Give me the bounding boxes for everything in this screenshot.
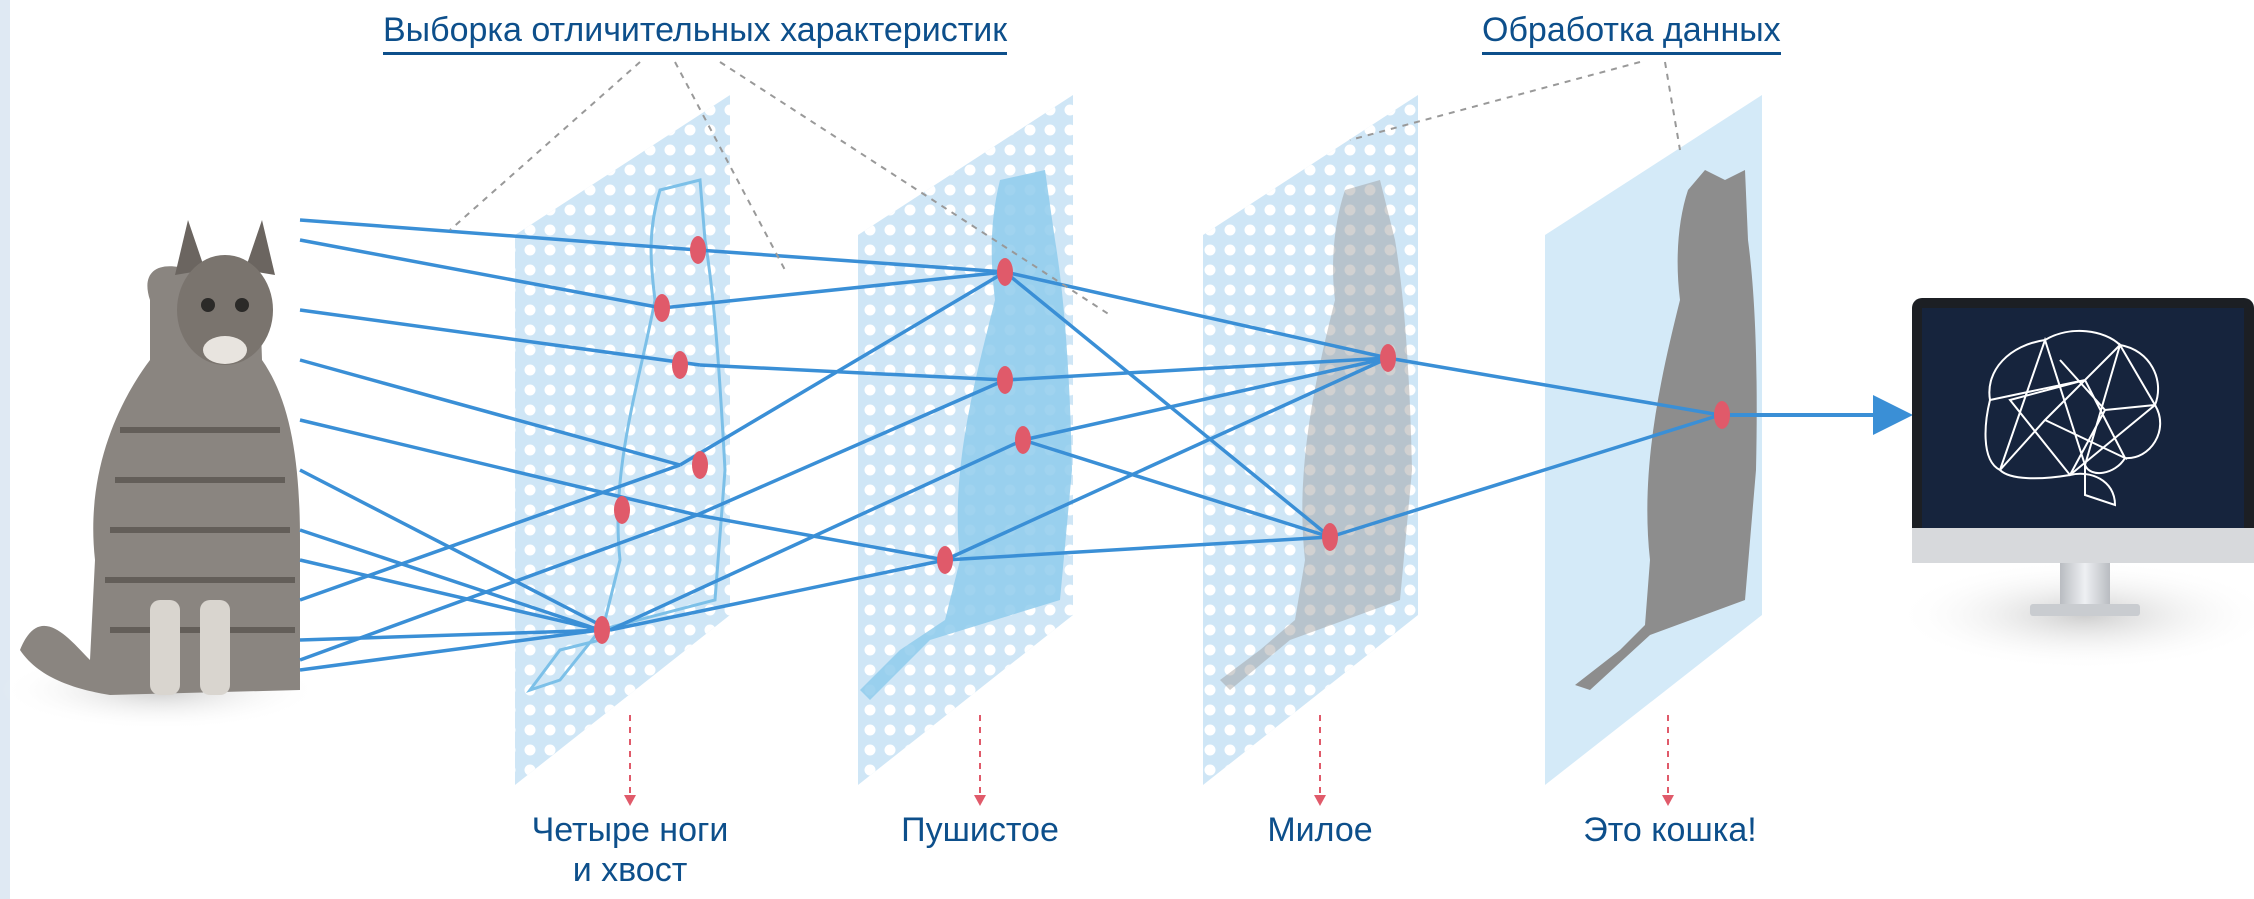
feature-node bbox=[997, 366, 1013, 394]
connection-line bbox=[299, 468, 611, 632]
connection-line bbox=[944, 356, 1389, 562]
layer-label-4-line1: Это кошка! bbox=[1583, 811, 1757, 849]
layer-label-2: Пушистое bbox=[860, 810, 1100, 850]
cat-photo bbox=[0, 220, 320, 730]
feature-node bbox=[672, 351, 688, 379]
connections bbox=[299, 218, 1721, 672]
layer-label-2-line1: Пушистое bbox=[901, 811, 1059, 849]
feature-node bbox=[1714, 401, 1730, 429]
left-edge-strip bbox=[0, 0, 10, 899]
connection-line bbox=[697, 248, 1006, 274]
layer-label-1-line1: Четыре ноги bbox=[531, 811, 729, 849]
layer-label-1: Четыре ноги и хвост bbox=[510, 810, 750, 890]
feature-node bbox=[594, 616, 610, 644]
feature-node bbox=[1322, 523, 1338, 551]
connection-line bbox=[1022, 438, 1331, 539]
layer-label-3: Милое bbox=[1200, 810, 1440, 850]
layer-label-3-line1: Милое bbox=[1267, 811, 1373, 849]
connection-line bbox=[299, 528, 601, 632]
connection-line bbox=[299, 308, 701, 367]
header-guides bbox=[449, 61, 1681, 316]
connection-line bbox=[1004, 270, 1389, 360]
connection-line bbox=[299, 238, 663, 310]
connection-line bbox=[299, 358, 681, 467]
feature-node bbox=[1015, 426, 1031, 454]
feature-node bbox=[690, 236, 706, 264]
connection-line bbox=[609, 438, 1024, 632]
connection-line bbox=[696, 513, 946, 562]
connection-line bbox=[944, 535, 1331, 562]
connection-line bbox=[299, 558, 601, 632]
layer-down-arrowheads bbox=[624, 795, 1674, 806]
panel-4-cat-photo bbox=[1575, 170, 1757, 690]
layer-label-1-line2: и хвост bbox=[572, 851, 688, 889]
connection-line bbox=[661, 270, 1006, 310]
layer-label-4: Это кошка! bbox=[1540, 810, 1800, 850]
header-feature-extraction: Выборка отличительных характеристик bbox=[383, 10, 1008, 55]
connection-line bbox=[609, 558, 946, 632]
panel-1-cat-outline bbox=[525, 178, 727, 693]
panel-2-cat-silhouette bbox=[860, 170, 1072, 700]
connection-line bbox=[1004, 356, 1389, 382]
connection-line bbox=[299, 628, 611, 642]
connection-line bbox=[699, 363, 1006, 382]
feature-node bbox=[937, 546, 953, 574]
panel-3-cat-faded bbox=[1220, 180, 1412, 690]
connection-line bbox=[1022, 356, 1389, 442]
connection-line bbox=[1329, 413, 1721, 539]
layer-down-arrows bbox=[629, 715, 1669, 795]
connection-line bbox=[299, 218, 699, 252]
connection-line bbox=[1003, 270, 1332, 539]
nodes bbox=[594, 236, 1730, 644]
connection-line bbox=[1387, 356, 1721, 417]
connection-line bbox=[299, 513, 698, 662]
brain-network-icon bbox=[1984, 329, 2162, 507]
connection-line bbox=[299, 418, 698, 517]
feature-node bbox=[654, 294, 670, 322]
monitor-icon bbox=[1895, 298, 2254, 670]
feature-node bbox=[614, 496, 630, 524]
connection-line bbox=[696, 378, 1006, 517]
feature-node bbox=[997, 258, 1013, 286]
feature-node bbox=[1380, 344, 1396, 372]
connection-line bbox=[299, 628, 601, 672]
connection-line bbox=[299, 463, 681, 602]
header-data-processing: Обработка данных bbox=[1482, 10, 1781, 55]
connection-line bbox=[679, 270, 1006, 467]
feature-node bbox=[692, 451, 708, 479]
